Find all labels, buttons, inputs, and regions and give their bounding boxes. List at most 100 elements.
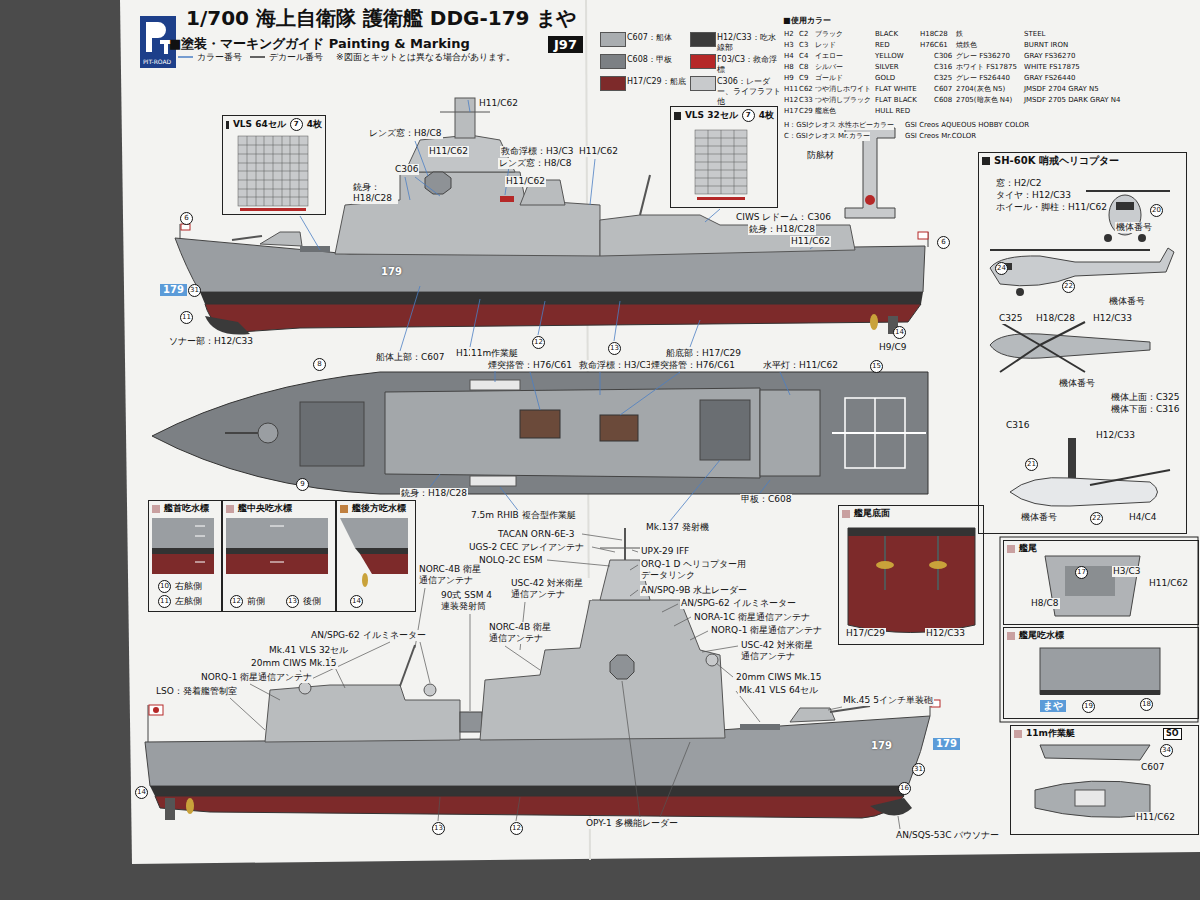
inset-panel: SH-60K 哨戒ヘリコプター [978, 152, 1187, 534]
legend-swatch [690, 32, 716, 47]
part-label: NOLQ-2C ESM [478, 555, 543, 566]
part-label: H9/C9 [878, 342, 908, 353]
table-heading: ■使用カラー [782, 16, 832, 26]
stern-views [1000, 537, 1198, 722]
plan-view [225, 432, 258, 434]
color-table-cell: 2704(灰色 N5) [956, 85, 1005, 94]
color-table-cell: ゴールド [815, 74, 843, 83]
part-label: NORA-1C 衛星通信アンテナ [693, 612, 811, 623]
panel-heading: VLS 32セル [685, 110, 738, 121]
lower-ship-leaders [702, 646, 738, 652]
part-label: C607 [1140, 762, 1165, 773]
heading-marker [152, 505, 160, 513]
paper [120, 0, 1200, 864]
legend-swatch [600, 54, 626, 69]
helicopter-views [990, 248, 1174, 286]
part-label: タイヤ：H12/C33 [995, 190, 1072, 201]
part-label: NORC-4B 衛星 通信アンテナ [418, 564, 484, 586]
lower-ship-profile [299, 682, 311, 694]
lower-ship-profile [830, 706, 870, 712]
legend-text: H12/C33：吃水線部 [717, 33, 781, 53]
panel-header: SH-60K 哨戒ヘリコプター [979, 153, 1186, 169]
legend-text: C608：甲板 [627, 55, 691, 65]
lower-ship-leaders [250, 684, 280, 700]
draft-mark-samples [195, 536, 205, 537]
color-table-cell: 焼鉄色 [956, 41, 977, 50]
color-table-cell: H：GSIクレオス 水性ホビーカラー [784, 121, 894, 130]
hull-number: 179 [870, 740, 893, 751]
kit-code: J97 [548, 36, 583, 53]
callout-number: 22 [1062, 280, 1075, 293]
plan-leaders [430, 474, 440, 487]
callout-number: 14 [350, 595, 363, 608]
top-ship-profile [205, 316, 250, 335]
helicopter-views [1104, 234, 1112, 242]
part-label: レンズ窓：H8/C8 [368, 128, 443, 139]
panel-header: VLS 64セル74枚 [223, 116, 325, 133]
helicopter-views [1090, 470, 1170, 485]
vls-grids [695, 130, 747, 194]
part-label: ソナー部：H12/C33 [168, 336, 254, 347]
top-ship-leaders [470, 299, 480, 347]
color-table-cell: HULL RED [875, 107, 910, 116]
lower-ship-profile [145, 528, 940, 820]
lower-ship-profile [149, 705, 163, 715]
lower-ship-profile [624, 528, 626, 560]
callout-number: 12 [532, 336, 545, 349]
part-label: 90式 SSM 4連装発射筒 [440, 590, 502, 612]
callout-number: 6 [937, 236, 950, 249]
inset-panel: 艦後方吃水標 [336, 500, 416, 612]
draft-mark-samples [152, 554, 214, 574]
part-label: Mk.137 発射機 [645, 522, 710, 533]
top-ship-profile [918, 232, 928, 239]
panel-header: 艦首吃水標 [149, 501, 221, 516]
lower-ship-profile [740, 724, 780, 730]
work-boat-views [1040, 745, 1150, 760]
part-label: H11/C62 [1148, 578, 1189, 589]
color-table-cell: BLACK [875, 30, 898, 39]
plan-leaders [670, 460, 720, 521]
plan-view [700, 400, 750, 460]
color-table-cell: C3 [799, 41, 808, 50]
plan-leaders [600, 372, 601, 395]
callout-number: 10 [158, 580, 171, 593]
part-label: 機体番号 [1058, 378, 1096, 389]
callout-number: 12 [510, 822, 523, 835]
color-table-cell: FLAT BLACK [875, 96, 917, 105]
part-label: 前側 [246, 596, 266, 607]
helicopter-views [1010, 478, 1158, 507]
panel-heading: 艦首吃水標 [164, 503, 209, 514]
panel-heading: SH-60K 哨戒ヘリコプター [994, 155, 1119, 167]
callout-number: 24 [995, 262, 1008, 275]
part-label: 機体下面：C316 [1110, 404, 1180, 415]
top-ship-leaders [690, 320, 700, 347]
draft-mark-samples [270, 526, 284, 527]
part-label: 窓：H2/C2 [995, 178, 1043, 189]
part-label: AN/SQS-53C バウソナー [895, 830, 1000, 841]
fender-detail [845, 128, 895, 218]
part-label: C306 [394, 164, 419, 175]
part-label: H11/C62 [578, 146, 619, 157]
panel-heading: VLS 64セル [233, 119, 286, 130]
vls-grids [240, 208, 306, 211]
maker-logo-text: PIT-ROAD [143, 58, 171, 66]
plan-view [152, 372, 928, 494]
helicopter-views [990, 249, 1150, 251]
legend-swatch [600, 76, 626, 91]
top-ship-profile [870, 314, 878, 330]
panel-heading: 艦尾 [1019, 543, 1037, 554]
lower-ship-leaders [516, 797, 520, 821]
part-label: 船体上部：C607 [375, 352, 445, 363]
heading-marker [982, 157, 990, 165]
legend-text: H17/C29：船底 [627, 77, 691, 87]
part-label: NORC-4B 衛星 通信アンテナ [488, 622, 554, 644]
part-label: ホイール・脚柱：H11/C62 [995, 202, 1108, 213]
color-table-cell: 2705(暗灰色 N4) [956, 96, 1012, 105]
part-label: 救命浮標：H3/C3 [500, 146, 575, 157]
callout-number: 8 [313, 358, 326, 371]
lower-ship-leaders [828, 707, 842, 710]
top-ship-leaders [614, 301, 620, 341]
callout-number: 14 [893, 326, 906, 339]
heading-marker [1007, 545, 1015, 553]
panel-heading: 艦尾吃水標 [1019, 630, 1064, 641]
